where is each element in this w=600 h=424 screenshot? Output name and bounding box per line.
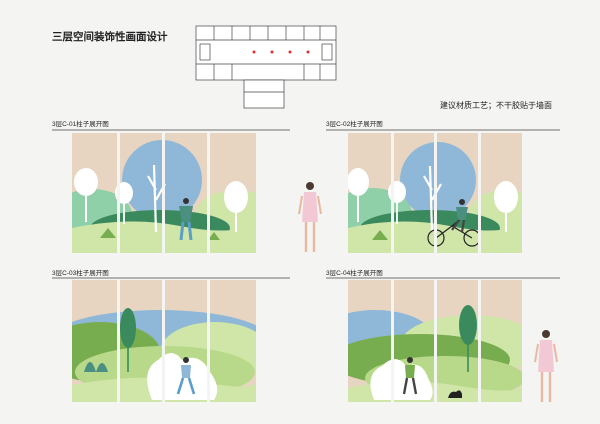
person-figure-c03: [176, 357, 196, 395]
section-divider-lines: [52, 129, 560, 279]
plan-column-markers: [252, 50, 310, 54]
panel-label-c04: 3层C-04柱子展开图: [326, 270, 383, 277]
panel-label-c02: 3层C-02柱子展开图: [326, 121, 383, 128]
person-figure-c04: [402, 357, 418, 395]
panel-label-c03: 3层C-03柱子展开图: [52, 270, 109, 277]
person-figure-c01: [179, 198, 193, 241]
panel-label-c01: 3层C-01柱子展开图: [52, 121, 109, 128]
panel-c03-artwork: [72, 280, 256, 402]
scale-figure-bottom: [534, 330, 558, 402]
material-note: 建议材质工艺；不干胶贴于墙面: [440, 101, 552, 110]
floor-plan: [195, 25, 337, 109]
scale-figure-top: [298, 182, 322, 252]
column-dividers: [117, 133, 481, 402]
panel-c04-artwork: [348, 280, 522, 402]
page-title: 三层空间装饰性画面设计: [52, 31, 168, 43]
